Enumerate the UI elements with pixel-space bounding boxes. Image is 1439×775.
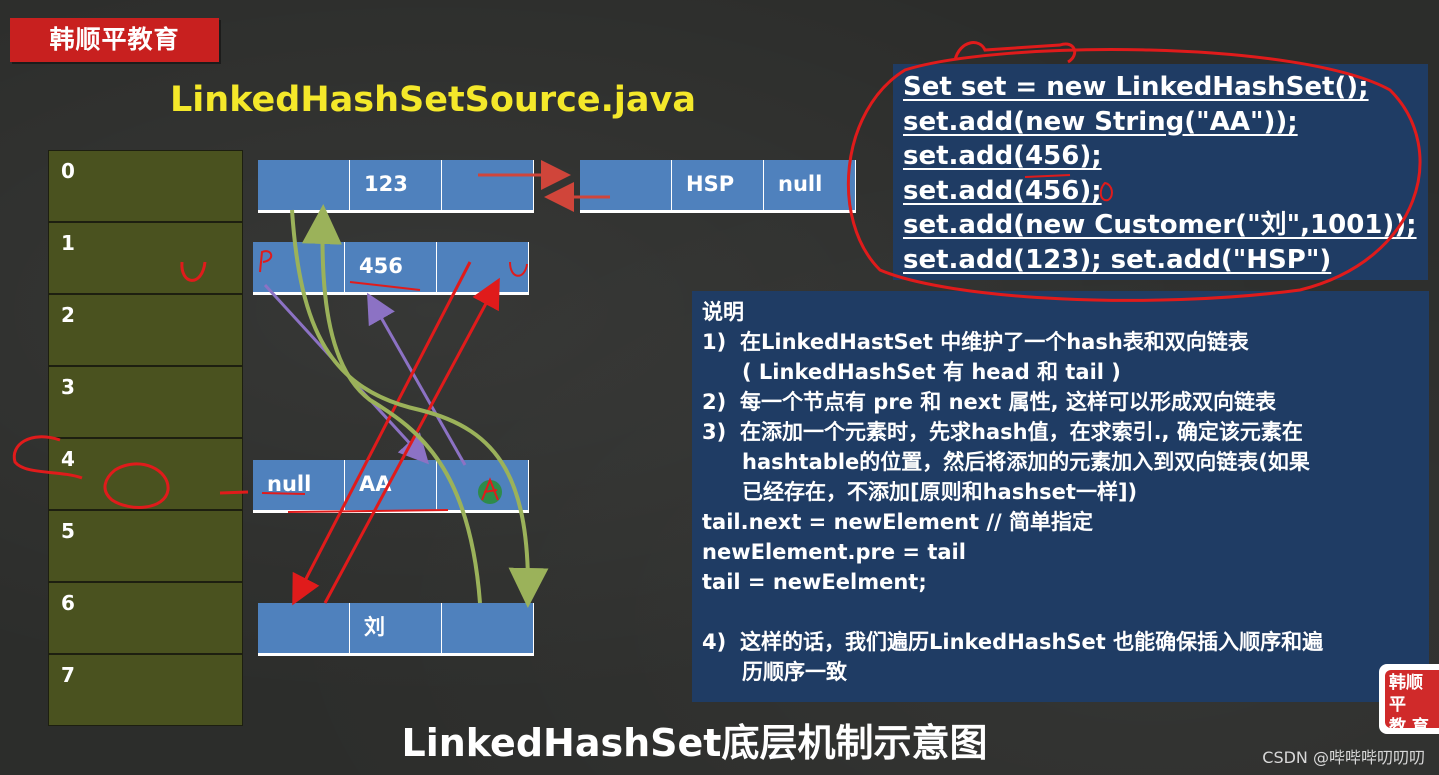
node-456-value: 456 — [345, 242, 437, 292]
table-slot-4: 4 — [48, 438, 243, 510]
table-slot-5: 5 — [48, 510, 243, 582]
note-code-3: tail = newEelment; — [702, 570, 927, 594]
annotation-underline-aa — [287, 509, 449, 513]
note-item-4: 4)这样的话，我们遍历LinkedHashSet 也能确保插入顺序和遍 — [702, 630, 1324, 654]
annotation-a-mark — [481, 477, 499, 501]
diagram-caption: LinkedHashSet底层机制示意图 — [401, 721, 988, 765]
node-aa-value: AA — [345, 460, 437, 510]
annotation-underline-456-code — [1024, 174, 1071, 178]
link-123-to-liu — [290, 209, 549, 608]
code-line-1: Set set = new LinkedHashSet(); — [903, 72, 1369, 102]
code-line-6: set.add(123); set.add("HSP") — [903, 244, 1332, 275]
link-aa-to-456 — [367, 292, 467, 466]
node-hsp: HSP null — [580, 160, 856, 213]
node-123-pre — [258, 160, 350, 210]
node-liu-next — [442, 603, 534, 653]
node-hsp-next: null — [764, 160, 856, 210]
link-liu-to-123 — [301, 204, 482, 604]
table-slot-1: 1 — [48, 222, 243, 294]
note-item-2: 2)每一个节点有 pre 和 next 属性, 这样可以形成双向链表 — [702, 390, 1276, 414]
node-123-value: 123 — [350, 160, 442, 210]
node-liu-pre — [258, 603, 350, 653]
node-liu-value: 刘 — [350, 603, 442, 653]
hash-table: 0 1 2 3 4 5 6 7 — [48, 150, 245, 726]
annotation-circle-slot4 — [103, 462, 170, 509]
code-line-2: set.add(new String("AA")); — [903, 106, 1298, 137]
annotation-code-circle — [846, 48, 1422, 302]
annotation-zero-mark — [1099, 181, 1113, 202]
brand-logo: 韩顺平教育 — [10, 18, 219, 62]
notes-panel: 说明 1)在LinkedHastSet 中维护了一个hash表和双向链表 ( L… — [692, 291, 1429, 702]
badge-line-2: 教 育 — [1389, 717, 1429, 737]
note-item-3-line3: 已经存在，不添加[原则和hashset一样]) — [742, 480, 1138, 504]
note-item-1-sub: ( LinkedHashSet 有 head 和 tail ) — [742, 360, 1121, 384]
note-code-2: newElement.pre = tail — [702, 540, 966, 564]
annotation-mark-left — [12, 435, 83, 480]
table-slot-3: 3 — [48, 366, 243, 438]
node-123-next — [442, 160, 534, 210]
note-item-3: 3)在添加一个元素时，先求hash值，在求索引., 确定该元素在 — [702, 420, 1303, 444]
source-file-title: LinkedHashSetSource.java — [170, 80, 696, 120]
code-line-3: set.add(456); — [903, 141, 1102, 171]
annotation-squiggle — [953, 41, 1077, 64]
node-123: 123 — [258, 160, 534, 213]
node-hsp-pre — [580, 160, 672, 210]
node-hsp-value: HSP — [672, 160, 764, 210]
csdn-watermark: CSDN @哔哔哔叨叨叨 — [1262, 748, 1425, 767]
note-code-1: tail.next = newElement // 简单指定 — [702, 510, 1094, 534]
annotation-underline-456 — [349, 281, 421, 291]
annotation-u-slot1 — [180, 261, 207, 282]
annotation-dash-slot4 — [219, 490, 249, 495]
table-slot-6: 6 — [48, 582, 243, 654]
annotation-u-456 — [509, 261, 528, 277]
note-item-1: 1)在LinkedHastSet 中维护了一个hash表和双向链表 — [702, 330, 1249, 354]
note-item-4-line2: 历顺序一致 — [742, 660, 847, 684]
code-panel: Set set = new LinkedHashSet(); set.add(n… — [893, 64, 1428, 280]
annotation-p-456 — [259, 250, 273, 273]
badge-line-1: 韩顺平 — [1389, 673, 1423, 715]
brand-badge: 韩顺平 教 育 — [1379, 664, 1439, 737]
annotation-underline-null — [261, 492, 306, 495]
code-line-4: set.add(456); — [903, 175, 1102, 206]
note-item-3-line2: hashtable的位置，然后将添加的元素加入到双向链表(如果 — [742, 450, 1310, 474]
node-liu: 刘 — [258, 603, 534, 656]
link-liu-to-456 — [323, 277, 500, 604]
node-aa-pre: null — [253, 460, 345, 510]
table-slot-2: 2 — [48, 294, 243, 366]
table-slot-0: 0 — [48, 150, 243, 222]
code-line-5: set.add(new Customer("刘",1001)); — [903, 210, 1417, 240]
table-slot-7: 7 — [48, 654, 243, 726]
link-456-to-liu — [292, 261, 472, 606]
notes-heading: 说明 — [702, 300, 744, 324]
